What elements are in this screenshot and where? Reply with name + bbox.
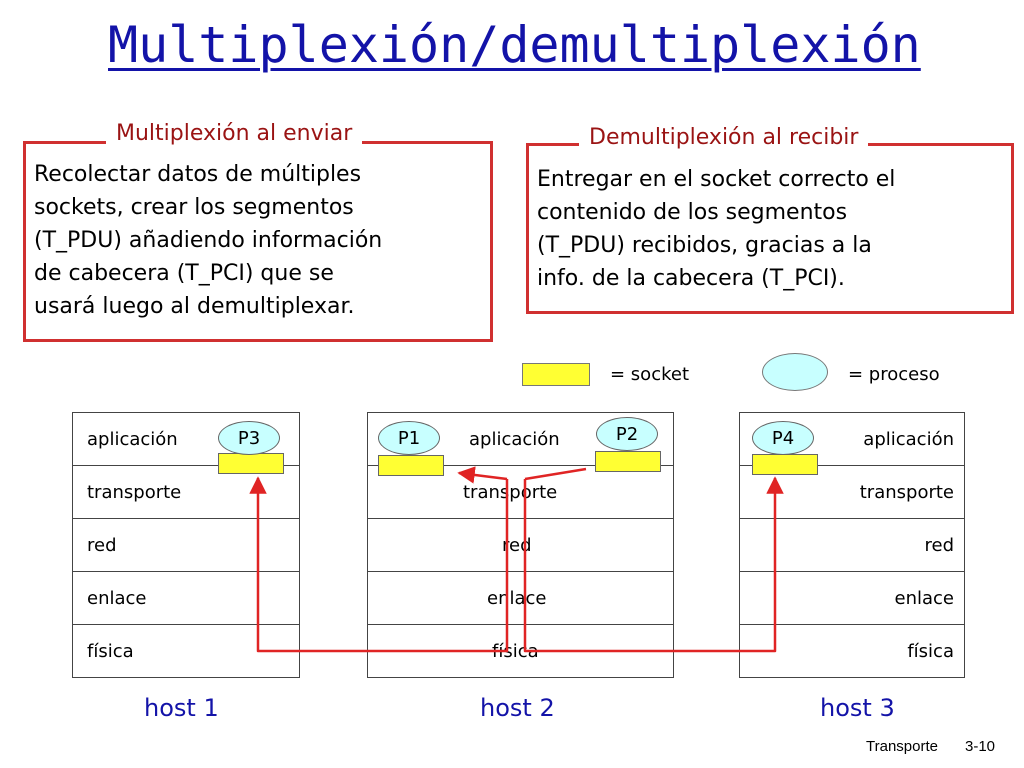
mux-text-line: de cabecera (T_PCI) que se (34, 261, 334, 286)
host2-label: host 2 (480, 694, 555, 722)
mux-text-line: (T_PDU) añadiendo información (34, 228, 383, 253)
mux-text-line: Recolectar datos de múltiples (34, 162, 362, 187)
layer-link: enlace (740, 572, 964, 625)
mux-panel-title: Multiplexión al enviar (106, 121, 363, 146)
demux-text-line: info. de la cabecera (T_PCI). (537, 266, 845, 291)
legend-process-swatch (762, 353, 828, 391)
footer-page-number: 3-10 (965, 738, 996, 755)
layer-label: red (87, 535, 117, 556)
legend-process-label: = proceso (848, 364, 940, 385)
arrow-host2-to-host3 (523, 476, 784, 653)
layer-label: enlace (87, 588, 147, 609)
layer-label: física (492, 641, 539, 662)
layer-label: aplicación (863, 429, 954, 450)
legend-socket-swatch (522, 363, 590, 386)
arrow-to-socket-p2 (524, 467, 587, 481)
layer-label: red (924, 535, 954, 556)
layer-label: física (907, 641, 954, 662)
layer-transport: transporte (740, 466, 964, 519)
layer-label: transporte (859, 482, 954, 503)
layer-label: transporte (87, 482, 182, 503)
demux-text-line: (T_PDU) recibidos, gracias a la (537, 233, 872, 258)
layer-label: física (87, 641, 134, 662)
layer-link: enlace (73, 572, 299, 625)
layer-label: aplicación (87, 429, 178, 450)
layer-physical: física (368, 625, 673, 678)
legend-socket-label: = socket (610, 364, 690, 385)
mux-panel-text: Recolectar datos de múltiples sockets, c… (34, 158, 382, 323)
process-p4: P4 (752, 421, 814, 455)
host3-label: host 3 (820, 694, 895, 722)
demux-text-line: Entregar en el socket correcto el (537, 167, 896, 192)
layer-label: enlace (894, 588, 954, 609)
demux-text-line: contenido de los segmentos (537, 200, 848, 225)
mux-text-line: sockets, crear los segmentos (34, 195, 354, 220)
layer-label: enlace (487, 588, 547, 609)
footer-section: Transporte (866, 738, 938, 755)
demux-panel-title: Demultiplexión al recibir (579, 125, 869, 150)
host1-label: host 1 (144, 694, 219, 722)
layer-label: aplicación (469, 429, 560, 450)
layer-application: aplicación (73, 413, 299, 466)
process-p3: P3 (218, 421, 280, 455)
slide-title: Multiplexión/demultiplexión (108, 16, 921, 74)
process-p2: P2 (596, 417, 658, 451)
process-p1: P1 (378, 421, 440, 455)
layer-link: enlace (368, 572, 673, 625)
demux-panel-text: Entregar en el socket correcto el conten… (537, 163, 895, 295)
arrow-host2-to-host1 (249, 476, 509, 653)
layer-physical: física (73, 625, 299, 678)
layer-physical: física (740, 625, 964, 678)
layer-application: aplicación (740, 413, 964, 466)
layer-network: red (740, 519, 964, 572)
layer-application: aplicación (368, 413, 673, 466)
layer-label: transporte (463, 482, 558, 503)
mux-text-line: usará luego al demultiplexar. (34, 294, 355, 319)
layer-transport: transporte (73, 466, 299, 519)
socket-host2-left (378, 455, 444, 476)
arrow-to-socket-p1 (457, 466, 508, 484)
socket-host2-right (595, 451, 661, 472)
layer-network: red (73, 519, 299, 572)
layer-transport: transporte (368, 466, 673, 519)
